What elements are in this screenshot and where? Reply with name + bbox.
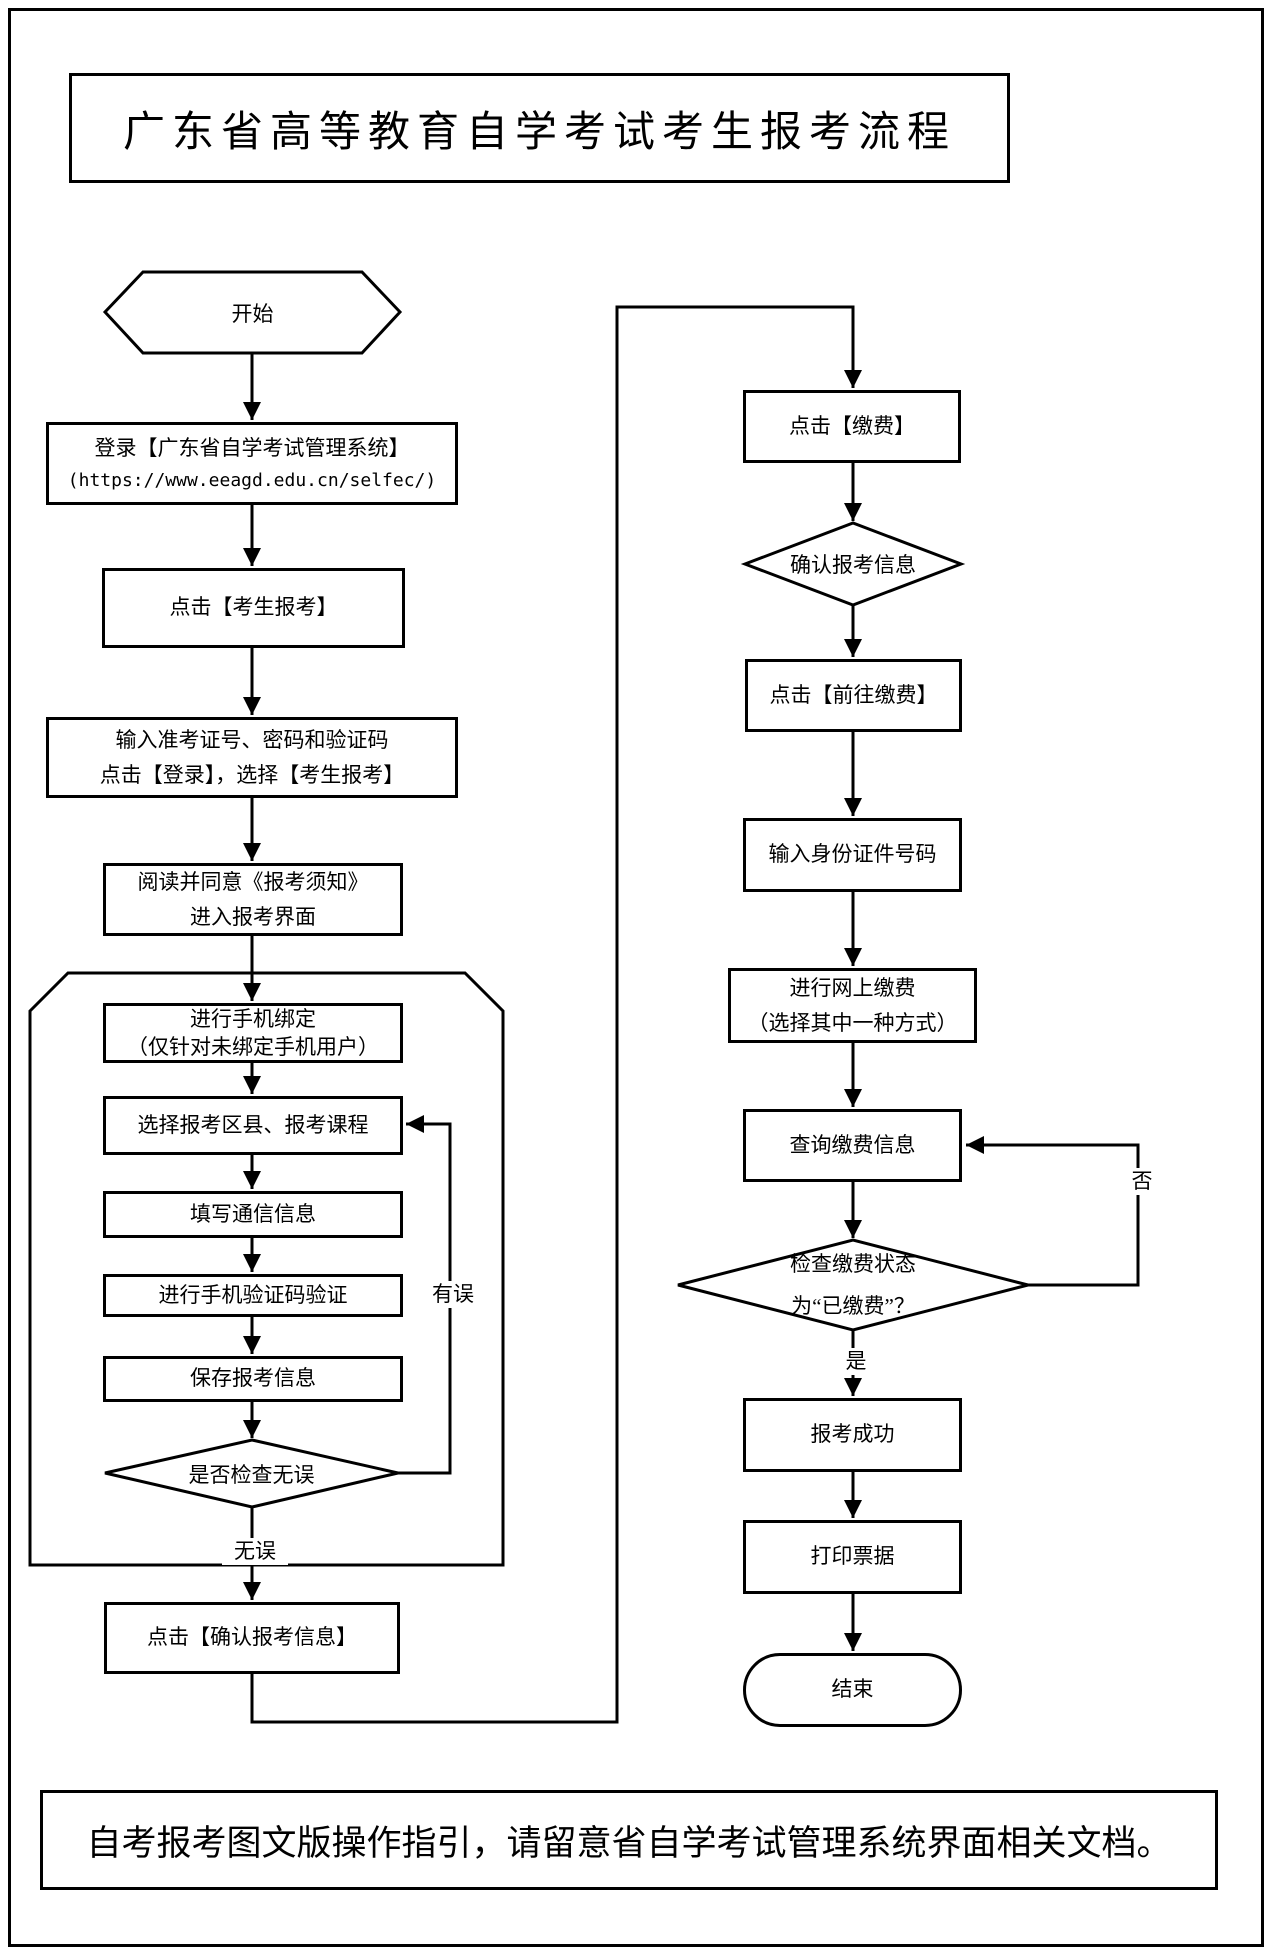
node-click-pay-label: 点击【缴费】 bbox=[789, 413, 915, 438]
edge-label-no: 否 bbox=[1122, 1168, 1162, 1196]
node-enter-credentials: 输入准考证号、密码和验证码 点击【登录】，选择【考生报考】 bbox=[46, 717, 458, 798]
diagram-title: 广东省高等教育自学考试考生报考流程 bbox=[69, 73, 1010, 183]
start-hexagon-shape bbox=[102, 270, 403, 355]
node-register-success: 报考成功 bbox=[743, 1398, 962, 1472]
node-login-line2: (https://www.eeagd.edu.cn/selfec/) bbox=[67, 469, 437, 491]
node-end-label: 结束 bbox=[831, 1677, 874, 1702]
node-confirm-reg-decision: 确认报考信息 bbox=[745, 523, 961, 605]
edge-label-has-error: 有误 bbox=[420, 1281, 486, 1309]
edge-label-no-error: 无误 bbox=[222, 1538, 288, 1566]
node-confirm-register-info: 点击【确认报考信息】 bbox=[104, 1602, 400, 1674]
node-enter-credentials-line2: 点击【登录】，选择【考生报考】 bbox=[99, 762, 405, 787]
node-online-payment: 进行网上缴费 （选择其中一种方式） bbox=[728, 968, 977, 1043]
check-paid-diamond-shape bbox=[677, 1238, 1029, 1332]
node-query-payment-info: 查询缴费信息 bbox=[743, 1109, 962, 1182]
node-sms-verify-label: 进行手机验证码验证 bbox=[158, 1282, 348, 1307]
node-online-payment-line1: 进行网上缴费 bbox=[789, 975, 916, 1000]
node-confirm-reg-decision-label: 确认报考信息 bbox=[790, 553, 916, 577]
edge-label-yes: 是 bbox=[836, 1348, 876, 1376]
node-start-label: 开始 bbox=[231, 301, 274, 326]
node-online-payment-line2: （选择其中一种方式） bbox=[747, 1010, 958, 1035]
node-confirm-register-info-label: 点击【确认报考信息】 bbox=[147, 1625, 357, 1650]
node-enter-credentials-line1: 输入准考证号、密码和验证码 bbox=[115, 727, 389, 752]
confirm-reg-diamond-shape bbox=[740, 521, 966, 607]
node-select-district-courses: 选择报考区县、报考课程 bbox=[103, 1096, 403, 1155]
node-end: 结束 bbox=[743, 1653, 962, 1727]
node-enter-id-number-label: 输入身份证件号码 bbox=[768, 842, 937, 867]
node-bind-phone-line2: （仅针对未绑定手机用户） bbox=[127, 1035, 379, 1059]
node-enter-id-number: 输入身份证件号码 bbox=[743, 818, 962, 892]
node-click-goto-pay: 点击【前往缴费】 bbox=[745, 659, 962, 732]
node-sms-verify: 进行手机验证码验证 bbox=[103, 1274, 403, 1317]
node-check-no-error: 是否检查无误 bbox=[105, 1440, 398, 1507]
node-check-paid-status-line1: 检查缴费状态 bbox=[790, 1252, 916, 1276]
node-fill-contact-label: 填写通信信息 bbox=[190, 1201, 316, 1226]
node-fill-contact: 填写通信信息 bbox=[103, 1191, 403, 1238]
node-login-line1: 登录【广东省自学考试管理系统】 bbox=[94, 436, 410, 461]
node-click-candidate-register: 点击【考生报考】 bbox=[102, 568, 405, 648]
node-click-candidate-register-label: 点击【考生报考】 bbox=[169, 595, 338, 620]
node-query-payment-info-label: 查询缴费信息 bbox=[789, 1132, 916, 1157]
node-read-notice: 阅读并同意《报考须知》 进入报考界面 bbox=[103, 863, 403, 936]
node-bind-phone-line1: 进行手机绑定 bbox=[190, 1006, 316, 1031]
node-print-receipt-label: 打印票据 bbox=[810, 1544, 895, 1569]
node-check-paid-status: 检查缴费状态 为“已缴费”？ bbox=[678, 1240, 1028, 1330]
node-print-receipt: 打印票据 bbox=[743, 1520, 962, 1594]
node-check-paid-status-line2: 为“已缴费”？ bbox=[791, 1294, 915, 1318]
node-save-info-label: 保存报考信息 bbox=[190, 1366, 316, 1391]
footer-note: 自考报考图文版操作指引，请留意省自学考试管理系统界面相关文档。 bbox=[40, 1790, 1218, 1890]
node-select-district-courses-label: 选择报考区县、报考课程 bbox=[137, 1112, 369, 1137]
page-border bbox=[8, 8, 1264, 1947]
node-bind-phone: 进行手机绑定 （仅针对未绑定手机用户） bbox=[103, 1003, 403, 1063]
node-save-info: 保存报考信息 bbox=[103, 1356, 403, 1402]
node-read-notice-line2: 进入报考界面 bbox=[190, 904, 316, 929]
node-read-notice-line1: 阅读并同意《报考须知》 bbox=[137, 869, 369, 894]
phone-binding-container-shape bbox=[28, 971, 505, 1567]
node-check-no-error-label: 是否检查无误 bbox=[188, 1462, 315, 1487]
node-login: 登录【广东省自学考试管理系统】 (https://www.eeagd.edu.c… bbox=[46, 422, 458, 505]
node-register-success-label: 报考成功 bbox=[810, 1422, 895, 1447]
check-no-error-diamond-shape bbox=[104, 1438, 399, 1509]
node-start: 开始 bbox=[105, 272, 400, 353]
node-click-pay: 点击【缴费】 bbox=[743, 390, 961, 463]
node-click-goto-pay-label: 点击【前往缴费】 bbox=[769, 682, 938, 707]
